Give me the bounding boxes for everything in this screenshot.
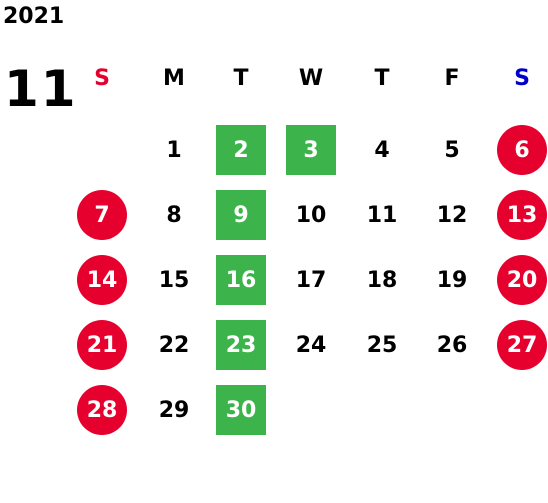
day-cell-16: 16 [216, 255, 266, 305]
day-cell-18: 18 [366, 267, 398, 293]
day-cell-4: 4 [374, 137, 390, 163]
weekday-header-0: S [94, 66, 110, 91]
day-cell-15: 15 [158, 267, 190, 293]
day-cell-24: 24 [295, 332, 327, 358]
weekday-header-3: W [298, 66, 324, 91]
day-cell-11: 11 [366, 202, 398, 228]
day-cell-10: 10 [295, 202, 327, 228]
day-cell-13: 13 [497, 190, 547, 240]
weekday-header-6: S [514, 66, 530, 91]
day-cell-25: 25 [366, 332, 398, 358]
day-cell-19: 19 [436, 267, 468, 293]
weekday-header-1: M [163, 66, 185, 91]
day-cell-14: 14 [77, 255, 127, 305]
day-cell-2: 2 [216, 125, 266, 175]
day-cell-20: 20 [497, 255, 547, 305]
day-cell-29: 29 [158, 397, 190, 423]
day-cell-27: 27 [497, 320, 547, 370]
weekday-header-2: T [233, 66, 249, 91]
day-cell-21: 21 [77, 320, 127, 370]
day-cell-6: 6 [497, 125, 547, 175]
day-cell-22: 22 [158, 332, 190, 358]
day-cell-7: 7 [77, 190, 127, 240]
weekday-header-5: F [444, 66, 460, 91]
day-cell-9: 9 [216, 190, 266, 240]
weekday-header-4: T [374, 66, 390, 91]
day-cell-12: 12 [436, 202, 468, 228]
month-number: 11 [4, 60, 78, 118]
day-cell-28: 28 [77, 385, 127, 435]
day-cell-17: 17 [295, 267, 327, 293]
day-cell-1: 1 [166, 137, 182, 163]
day-cell-23: 23 [216, 320, 266, 370]
year-label: 2021 [3, 4, 65, 29]
day-cell-26: 26 [436, 332, 468, 358]
day-cell-3: 3 [286, 125, 336, 175]
day-cell-30: 30 [216, 385, 266, 435]
day-cell-5: 5 [444, 137, 460, 163]
day-cell-8: 8 [166, 202, 182, 228]
